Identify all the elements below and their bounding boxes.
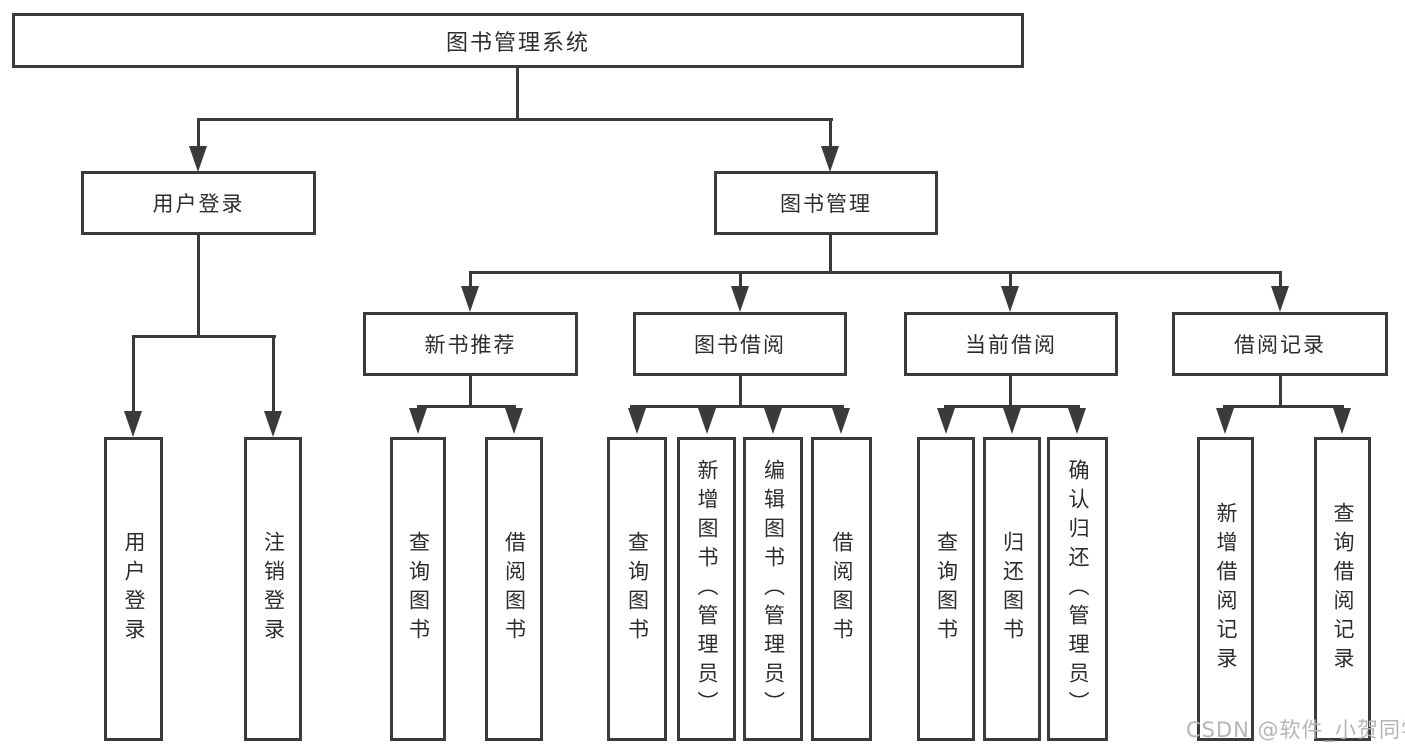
node-book-management: 图书管理 bbox=[714, 171, 938, 235]
connector-userlogin-stem bbox=[197, 235, 200, 338]
connector-newbook-hline bbox=[417, 405, 516, 408]
connector-root-drop-1 bbox=[197, 120, 200, 148]
arrowhead-add-book-admin bbox=[698, 408, 716, 434]
node-label: 查询借阅记录 bbox=[1331, 502, 1355, 676]
arrowhead-new-book-recommend bbox=[461, 286, 479, 312]
node-label: 查询图书 bbox=[625, 531, 650, 647]
connector-bookmgmt-drop-2 bbox=[739, 273, 742, 287]
node-label: 图书管理 bbox=[780, 192, 872, 216]
arrowhead-return-books bbox=[1003, 408, 1021, 434]
arrowhead-book-borrowing bbox=[731, 286, 749, 312]
node-query-books-2: 查询图书 bbox=[607, 437, 667, 741]
arrowhead-current-borrowing bbox=[1001, 286, 1019, 312]
node-label: 图书管理系统 bbox=[445, 30, 590, 56]
arrowhead-borrow-books-2 bbox=[832, 408, 850, 434]
connector-current-stem bbox=[1009, 376, 1012, 407]
connector-borrow-hline bbox=[630, 405, 844, 408]
node-borrow-books-1: 借阅图书 bbox=[485, 437, 543, 741]
node-user-login-branch: 用户登录 bbox=[81, 171, 316, 235]
node-label: 用户登录 bbox=[152, 192, 245, 216]
connector-root-stem bbox=[516, 68, 519, 120]
arrowhead-user-login bbox=[189, 146, 207, 172]
node-book-borrowing: 图书借阅 bbox=[633, 312, 847, 376]
connector-bookmgmt-drop-4 bbox=[1279, 273, 1282, 287]
node-new-book-recommend: 新书推荐 bbox=[363, 312, 578, 376]
node-add-borrow-record: 新增借阅记录 bbox=[1197, 437, 1254, 741]
connector-root-hline bbox=[197, 118, 833, 121]
arrowhead-query-books-1 bbox=[409, 408, 427, 434]
node-label: 新书推荐 bbox=[424, 333, 517, 357]
node-borrow-books-2: 借阅图书 bbox=[811, 437, 872, 741]
node-label: 借阅图书 bbox=[830, 531, 854, 647]
node-label: 归还图书 bbox=[1000, 531, 1025, 647]
node-library-system: 图书管理系统 bbox=[12, 13, 1024, 68]
node-confirm-return-admin: 确认归还（管理员） bbox=[1047, 437, 1108, 741]
node-label: 查询图书 bbox=[934, 531, 959, 647]
connector-records-stem bbox=[1279, 376, 1282, 407]
node-add-book-admin: 新增图书（管理员） bbox=[677, 437, 736, 741]
arrowhead-edit-book-admin bbox=[764, 408, 782, 434]
connector-bookmgmt-hline bbox=[469, 271, 1282, 274]
node-logout: 注销登录 bbox=[244, 437, 302, 741]
node-label: 图书借阅 bbox=[694, 333, 786, 357]
connector-bookmgmt-drop-3 bbox=[1009, 273, 1012, 287]
arrowhead-borrow-books-1 bbox=[505, 408, 523, 434]
arrowhead-query-borrow-record bbox=[1333, 408, 1351, 434]
node-current-borrowing: 当前借阅 bbox=[904, 312, 1118, 376]
node-label: 确认归还（管理员） bbox=[1066, 458, 1090, 720]
node-label: 编辑图书（管理员） bbox=[761, 458, 786, 720]
node-user-login: 用户登录 bbox=[104, 437, 163, 741]
node-edit-book-admin: 编辑图书（管理员） bbox=[743, 437, 803, 741]
arrowhead-logout bbox=[264, 411, 282, 437]
node-query-borrow-record: 查询借阅记录 bbox=[1314, 437, 1371, 741]
connector-userlogin-drop-2 bbox=[272, 337, 275, 413]
arrowhead-add-borrow-record bbox=[1216, 408, 1234, 434]
arrowhead-borrowing-records bbox=[1271, 286, 1289, 312]
connector-bookmgmt-drop-1 bbox=[469, 273, 472, 287]
node-label: 用户登录 bbox=[122, 531, 146, 647]
arrowhead-book-management bbox=[821, 146, 839, 172]
connector-records-hline bbox=[1223, 405, 1344, 408]
node-return-books: 归还图书 bbox=[983, 437, 1041, 741]
connector-bookmgmt-stem bbox=[829, 235, 832, 273]
connector-borrow-stem bbox=[739, 376, 742, 407]
node-label: 借阅图书 bbox=[502, 531, 527, 647]
arrowhead-confirm-return bbox=[1068, 408, 1086, 434]
node-query-books-1: 查询图书 bbox=[390, 437, 446, 741]
connector-userlogin-drop-1 bbox=[132, 337, 135, 413]
node-label: 借阅记录 bbox=[1234, 333, 1326, 357]
node-label: 查询图书 bbox=[406, 531, 431, 647]
arrowhead-query-books-3 bbox=[937, 408, 955, 434]
watermark-text: CSDN @软件_小贺同学 bbox=[1186, 718, 1405, 742]
connector-userlogin-hline bbox=[132, 335, 276, 338]
connector-newbook-stem bbox=[469, 376, 472, 407]
arrowhead-query-books-2 bbox=[628, 408, 646, 434]
node-label: 当前借阅 bbox=[965, 333, 1057, 357]
node-label: 新增借阅记录 bbox=[1214, 502, 1238, 676]
connector-root-drop-2 bbox=[829, 120, 832, 148]
node-label: 注销登录 bbox=[261, 531, 286, 647]
node-label: 新增图书（管理员） bbox=[695, 458, 719, 720]
connector-current-hline bbox=[944, 405, 1080, 408]
node-borrowing-records: 借阅记录 bbox=[1172, 312, 1388, 376]
arrowhead-login bbox=[124, 411, 142, 437]
node-query-books-3: 查询图书 bbox=[917, 437, 975, 741]
